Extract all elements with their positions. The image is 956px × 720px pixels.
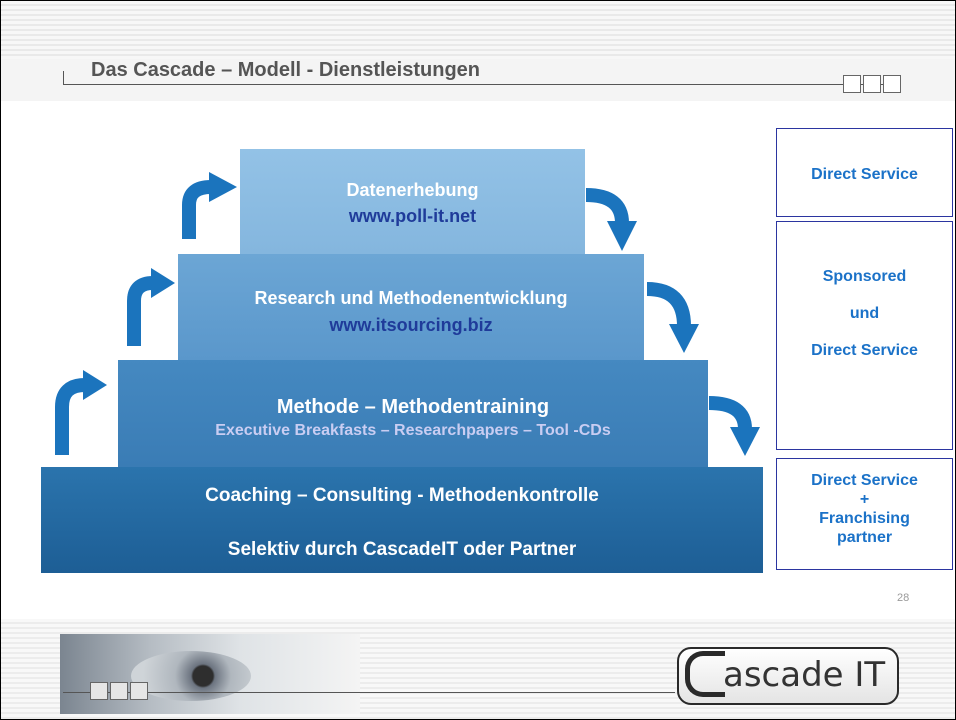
arrow-up-1-icon <box>55 378 86 455</box>
service-box-franchising: Direct Service + Franchising partner <box>776 458 953 570</box>
arrow-up-2-icon <box>127 276 154 346</box>
service-direct-service-label: Direct Service <box>811 342 918 359</box>
arrow-down-2-icon <box>646 282 691 327</box>
footer-square-3 <box>130 682 148 700</box>
footer-square-2 <box>110 682 128 700</box>
service-franchise-direct-label: Direct Service <box>811 472 918 489</box>
header-square-2 <box>863 75 881 93</box>
title-underline <box>63 84 883 85</box>
pyramid-level-datenerhebung: Datenerhebung www.poll-it.net <box>240 149 585 254</box>
pyramid-level-research: Research und Methodenentwicklung www.its… <box>178 254 644 360</box>
level-methode-subtitle: Executive Breakfasts – Researchpapers – … <box>215 422 611 439</box>
level-datenerhebung-heading: Datenerhebung <box>346 180 479 200</box>
footer-square-1 <box>90 682 108 700</box>
page-number: 28 <box>897 592 910 604</box>
arrow-down-3-icon <box>708 396 752 430</box>
service-sponsored-label: Sponsored <box>822 268 907 285</box>
logo-c-icon <box>685 651 725 697</box>
level-research-link[interactable]: www.itsourcing.biz <box>329 315 493 335</box>
pyramid-level-methode: Methode – Methodentraining Executive Bre… <box>118 360 708 467</box>
service-plus-label: + <box>859 491 870 508</box>
slide-title: Das Cascade – Modell - Dienstleistungen <box>91 59 480 81</box>
level-coaching-subtitle: Selektiv durch CascadeIT oder Partner <box>227 539 577 560</box>
service-partner-label: partner <box>836 529 893 546</box>
step-arrows <box>55 172 760 456</box>
arrow-up-3-icon <box>182 180 212 239</box>
level-datenerhebung-link[interactable]: www.poll-it.net <box>348 206 477 226</box>
header-square-3 <box>883 75 901 93</box>
pyramid-level-coaching: Coaching – Consulting - Methodenkontroll… <box>41 467 763 573</box>
eye-icon <box>131 651 251 701</box>
level-research-heading: Research und Methodenentwicklung <box>254 288 568 308</box>
service-und-label: und <box>849 305 880 322</box>
logo-text: ascade IT <box>723 655 886 695</box>
footer-line <box>63 692 675 693</box>
level-coaching-heading: Coaching – Consulting - Methodenkontroll… <box>205 485 599 506</box>
title-bracket-vertical <box>63 71 64 85</box>
service-box-direct: Direct Service <box>776 128 953 217</box>
header-square-1 <box>843 75 861 93</box>
arrow-down-1-icon <box>585 188 629 224</box>
title-strip <box>1 59 955 101</box>
service-franchising-label: Franchising <box>819 510 910 527</box>
service-direct-label: Direct Service <box>811 166 918 183</box>
level-methode-heading: Methode – Methodentraining <box>276 396 550 418</box>
service-box-sponsored: Sponsored und Direct Service <box>776 221 953 450</box>
